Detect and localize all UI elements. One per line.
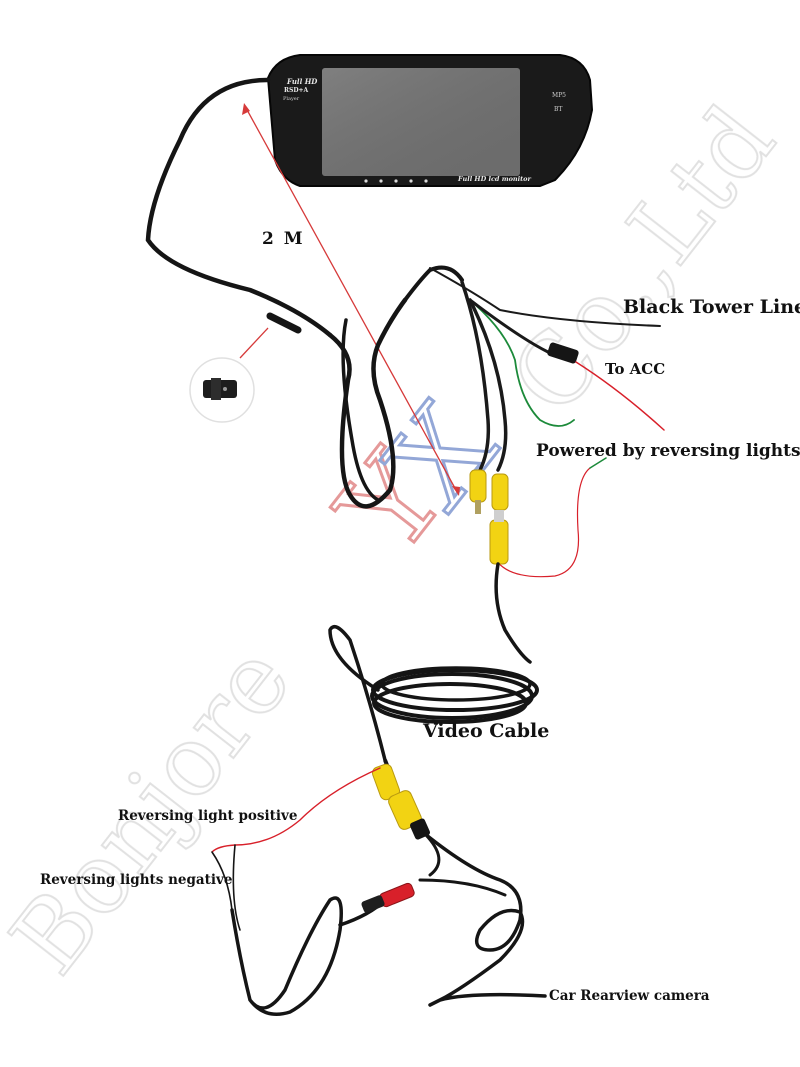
length-measure-line — [242, 103, 460, 496]
rearview-mirror-monitor — [266, 54, 594, 187]
dc-red-connector — [361, 882, 415, 913]
rca-connectors-middle — [371, 759, 431, 840]
monitor-right-top: MP5 — [552, 92, 566, 99]
rca-connectors-top — [469, 469, 509, 565]
black-tower-line-label: Black Tower Line — [623, 296, 800, 318]
video-cable-label: Video Cable — [423, 720, 550, 742]
monitor-badge-line1: Full HD — [287, 77, 318, 86]
connector-zoom — [189, 357, 255, 423]
branch-wires — [429, 267, 665, 578]
camera-cable — [211, 767, 547, 1016]
reversing-light-positive-label: Reversing light positive — [118, 808, 298, 824]
cable-length-label: 2 M — [262, 229, 305, 249]
monitor-badge-line2: RSD+A — [284, 87, 309, 94]
reversing-lights-negative-label: Reversing lights negative — [40, 872, 233, 888]
watermark: Bonjore Y X Co.,Ltd — [0, 85, 797, 995]
monitor-cable — [145, 77, 464, 509]
zoom-arrow — [239, 327, 269, 359]
to-acc-label: To ACC — [605, 360, 666, 378]
monitor-right-bottom: BT — [554, 106, 563, 113]
video-cable — [328, 562, 539, 762]
monitor-bottom-brand: Full HD lcd monitor — [458, 175, 531, 183]
monitor-badge-line3: Player — [283, 96, 300, 102]
car-rearview-camera-label: Car Rearview camera — [549, 988, 710, 1004]
powered-by-reversing-lights-label: Powered by reversing lights — [536, 441, 800, 461]
